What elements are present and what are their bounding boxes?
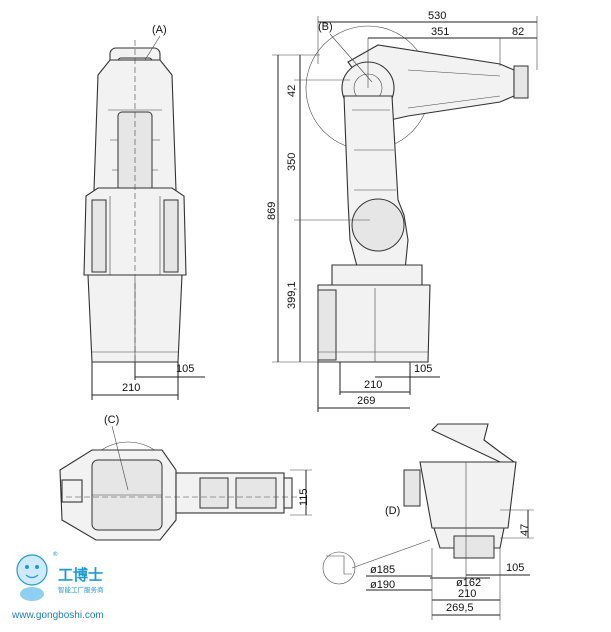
dim-base-105: 105 bbox=[506, 562, 524, 574]
dim-side-105: 105 bbox=[414, 363, 432, 375]
mascot-icon bbox=[16, 554, 48, 601]
dim-base-190: ø190 bbox=[370, 579, 395, 591]
dim-top-115: 115 bbox=[298, 488, 310, 506]
dim-side-82: 82 bbox=[512, 26, 524, 38]
side-view: (B) 530 351 82 869 42 350 399,1 105 210 … bbox=[266, 10, 538, 412]
dim-side-869: 869 bbox=[266, 202, 278, 220]
dim-side-269: 269 bbox=[357, 395, 375, 407]
dim-side-399-1: 399,1 bbox=[286, 281, 298, 309]
dim-base-162: ø162 bbox=[456, 577, 481, 589]
view-label-d: (D) bbox=[385, 505, 400, 517]
dim-base-185: ø185 bbox=[370, 564, 395, 576]
dim-side-350: 350 bbox=[286, 153, 298, 171]
view-label-a: (A) bbox=[152, 24, 167, 36]
front-view: (A) 105 210 bbox=[83, 24, 205, 400]
watermark: 工博士 智能工厂服务商 www.gongboshi.com ® bbox=[11, 550, 104, 621]
dim-side-210: 210 bbox=[364, 379, 382, 391]
dim-front-105: 105 bbox=[176, 363, 194, 375]
dim-base-269-5: 269,5 bbox=[446, 602, 474, 614]
dim-base-47: 47 bbox=[519, 524, 531, 536]
dim-front-210: 210 bbox=[122, 382, 140, 394]
base-view: (D) 47 105 ø162 ø185 ø190 210 269,5 bbox=[322, 423, 534, 620]
view-label-c: (C) bbox=[104, 414, 119, 426]
top-view: (C) 115 bbox=[59, 414, 312, 541]
watermark-url: www.gongboshi.com bbox=[11, 610, 104, 621]
dim-side-42: 42 bbox=[286, 85, 298, 97]
watermark-tagline: 智能工厂服务商 bbox=[58, 585, 104, 594]
view-label-b: (B) bbox=[318, 21, 333, 33]
dim-side-530: 530 bbox=[428, 10, 446, 22]
dim-side-351: 351 bbox=[431, 26, 449, 38]
watermark-brand: 工博士 bbox=[58, 566, 103, 584]
watermark-registered: ® bbox=[52, 550, 59, 558]
dim-base-210: 210 bbox=[458, 588, 476, 600]
